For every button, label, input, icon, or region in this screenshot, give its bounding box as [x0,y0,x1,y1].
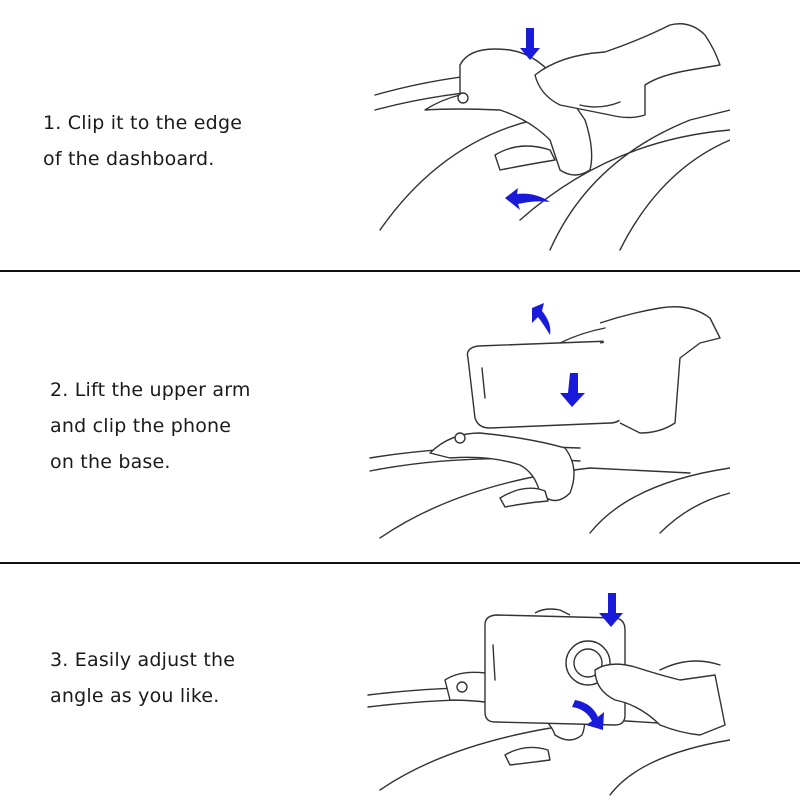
divider-2 [0,562,800,564]
step-1-line-2: of the dashboard. [43,148,215,170]
step-3-line-2: angle as you like. [50,685,220,707]
step-1-line-1: 1. Clip it to the edge [43,112,243,134]
step-2-panel: 2. Lift the upper arm and clip the phone… [0,273,800,563]
step-2-caption: 2. Lift the upper arm and clip the phone… [50,372,251,480]
step-3-line-1: 3. Easily adjust the [50,649,236,671]
step-1-illustration [374,23,730,251]
step-3-illustration [367,593,730,796]
step-2-line-2: and clip the phone [50,415,232,437]
step-2-line-3: on the base. [50,451,171,473]
step-3-caption: 3. Easily adjust the angle as you like. [50,642,235,714]
curved-arrow-icon [572,700,604,730]
step-2-line-1: 2. Lift the upper arm [50,379,251,401]
down-arrow-icon [520,28,540,60]
down-arrow-icon [599,593,623,627]
curved-arrow-icon [505,188,550,210]
down-arrow-icon [560,373,585,407]
up-arrow-icon [532,303,551,335]
step-2-illustration [369,303,730,539]
step-1-caption: 1. Clip it to the edge of the dashboard. [43,105,242,177]
step-1-panel: 1. Clip it to the edge of the dashboard. [0,0,800,271]
divider-1 [0,270,800,272]
step-3-panel: 3. Easily adjust the angle as you like. [0,565,800,800]
